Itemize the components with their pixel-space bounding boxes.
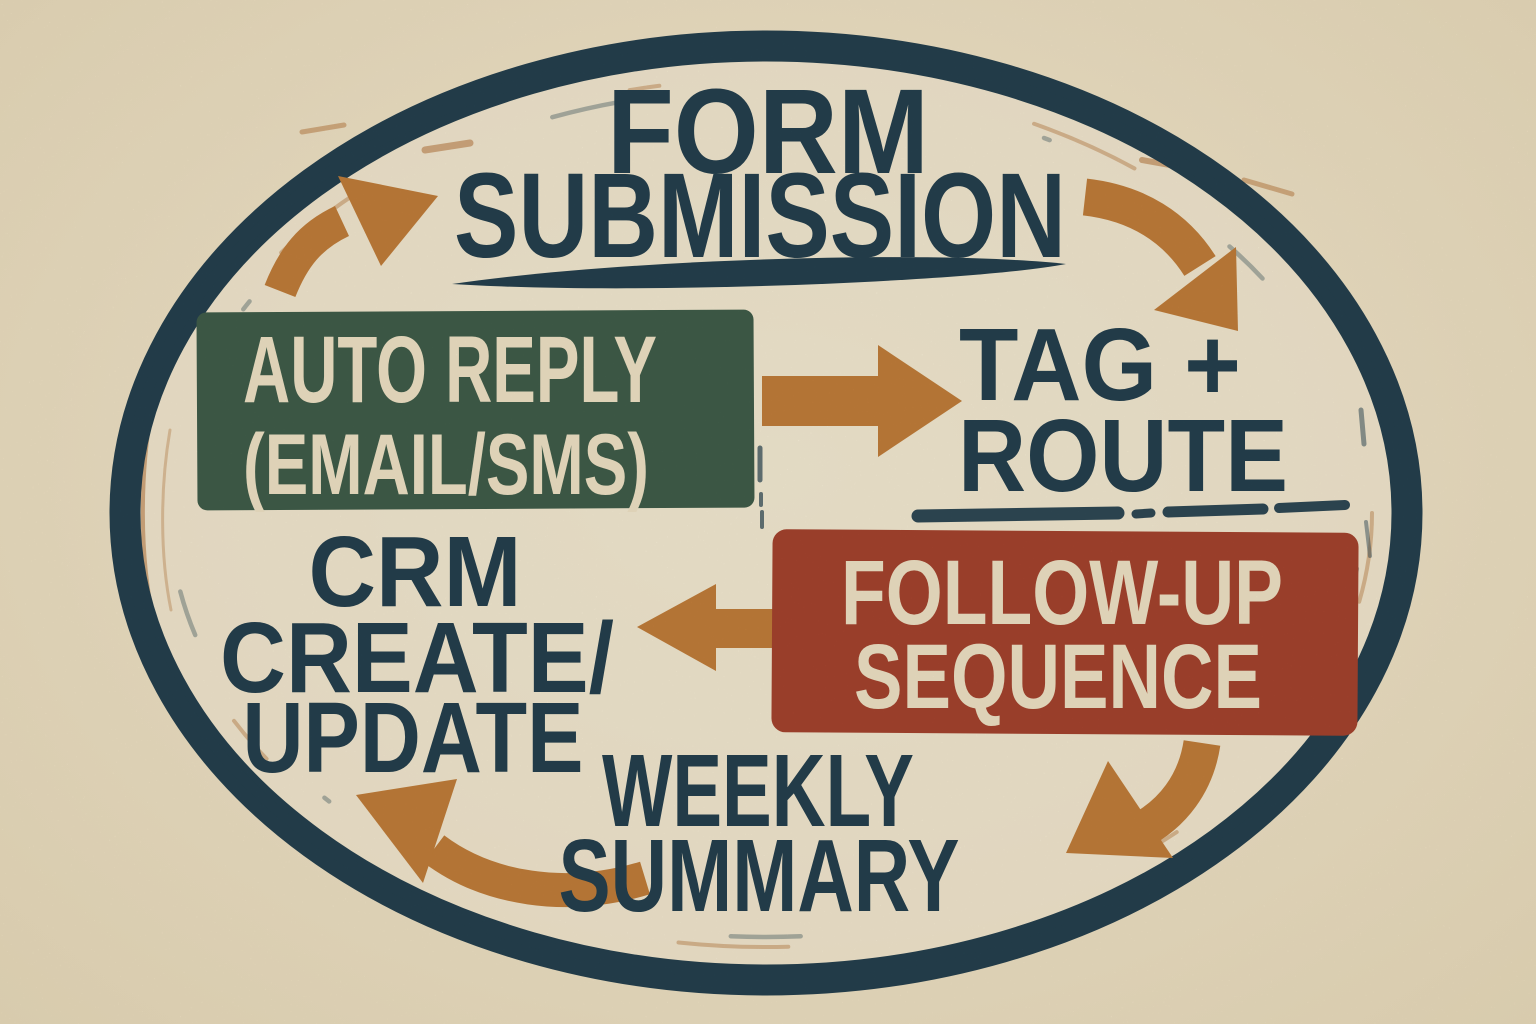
- diagram-canvas: FORM SUBMISSION AUTO REPLY (EMAIL/SMS) T…: [0, 0, 1536, 1024]
- workflow-diagram: FORM SUBMISSION AUTO REPLY (EMAIL/SMS) T…: [0, 0, 1536, 1024]
- paper-grain-overlay: [0, 0, 1536, 1024]
